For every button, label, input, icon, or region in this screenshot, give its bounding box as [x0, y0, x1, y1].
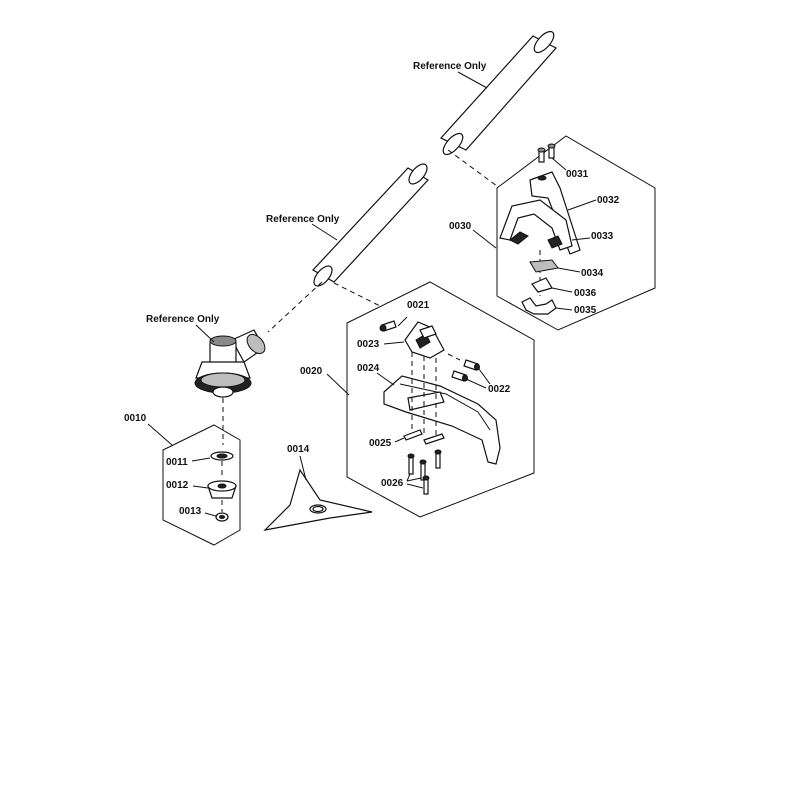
screws-0031 — [537, 143, 556, 163]
upper-shaft-tube — [440, 30, 557, 156]
screws-0026 — [407, 449, 442, 495]
bracket-0023 — [404, 321, 445, 359]
blade-0014 — [263, 468, 373, 531]
label-0022: 0022 — [488, 384, 511, 395]
reference-only-label-top: Reference Only — [413, 61, 487, 72]
guard-0024 — [383, 375, 501, 465]
label-0036: 0036 — [574, 288, 597, 299]
label-0023: 0023 — [357, 339, 380, 350]
label-0020: 0020 — [300, 366, 323, 377]
gear-head — [194, 329, 266, 398]
middle-shaft-tube — [312, 163, 429, 287]
label-0030: 0030 — [449, 221, 472, 232]
label-0014: 0014 — [287, 444, 310, 455]
screw-0021 — [379, 320, 397, 332]
reference-only-label-gearhead: Reference Only — [146, 314, 220, 325]
group-0030-frame: 0030 — [449, 135, 656, 331]
label-0031: 0031 — [566, 169, 589, 180]
group-0010-frame: 0010 — [124, 413, 241, 546]
label-0034: 0034 — [581, 268, 604, 279]
pad-0034 — [529, 259, 559, 273]
label-0013: 0013 — [179, 506, 202, 517]
label-0035: 0035 — [574, 305, 597, 316]
label-0011: 0011 — [166, 457, 188, 468]
label-0010: 0010 — [124, 413, 147, 424]
guard-bracket-0033 — [499, 199, 573, 251]
group-0020-frame: 0020 — [300, 281, 535, 518]
label-0024: 0024 — [357, 363, 380, 374]
label-0012: 0012 — [166, 480, 189, 491]
cup-washer-0012 — [207, 480, 237, 499]
label-0025: 0025 — [369, 438, 392, 449]
label-0033: 0033 — [591, 231, 614, 242]
reference-only-label-middle: Reference Only — [266, 214, 340, 225]
screws-0022 — [451, 359, 480, 382]
nut-0013 — [215, 512, 229, 522]
clip-0036 — [531, 277, 553, 293]
clips-0025 — [403, 429, 445, 445]
clamp-0035 — [521, 297, 557, 315]
label-0032: 0032 — [597, 195, 620, 206]
label-0026: 0026 — [381, 478, 404, 489]
label-0021: 0021 — [407, 300, 430, 311]
washer-0011 — [210, 451, 234, 461]
